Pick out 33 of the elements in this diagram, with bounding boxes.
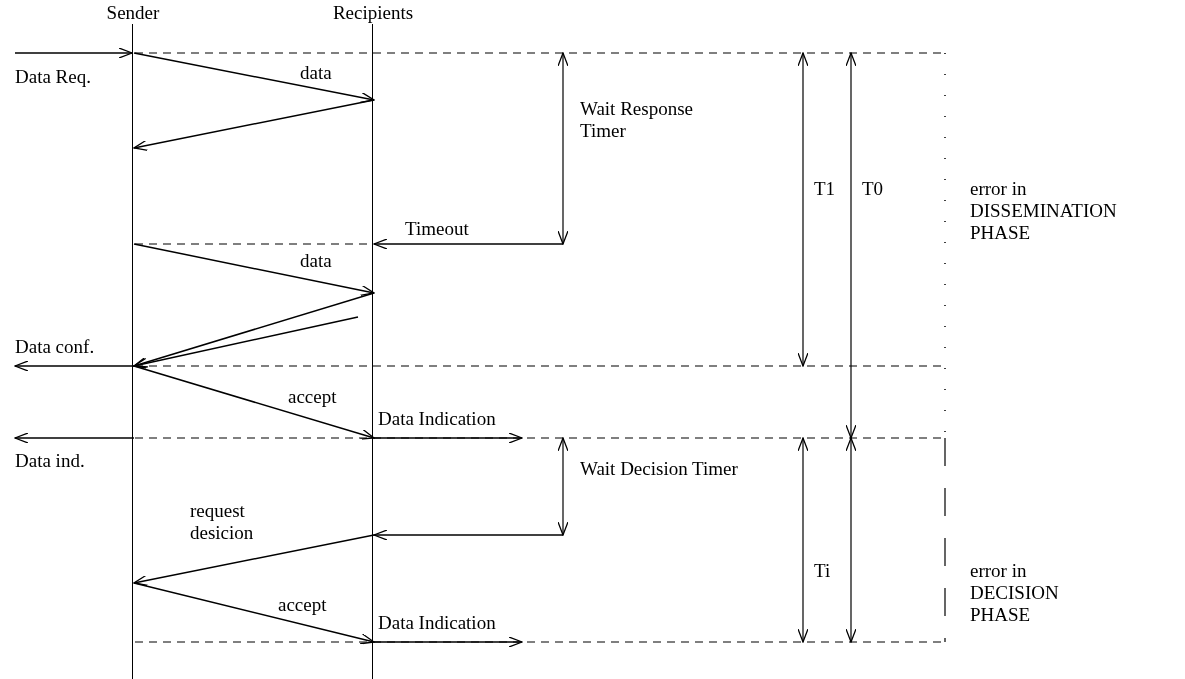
message-arrow bbox=[14, 360, 135, 372]
message-arrow bbox=[133, 243, 375, 296]
message-arrow bbox=[133, 582, 375, 645]
message-arrow bbox=[373, 238, 564, 250]
edge-label: Data Req. bbox=[15, 66, 91, 88]
edge-label: accept bbox=[278, 594, 327, 616]
edge-label: Data Indication bbox=[378, 612, 496, 634]
edge-label: data bbox=[300, 250, 332, 272]
message-arrow bbox=[373, 529, 564, 541]
message-arrow bbox=[133, 316, 359, 369]
dimension-label: Ti bbox=[814, 560, 831, 582]
message-arrow bbox=[133, 52, 375, 104]
edge-label: accept bbox=[288, 386, 337, 408]
message-arrow bbox=[133, 365, 375, 440]
edge-label: Data ind. bbox=[15, 450, 85, 472]
edge-label: data bbox=[300, 62, 332, 84]
message-arrow bbox=[133, 292, 375, 368]
edge-label: Timeout bbox=[405, 218, 469, 240]
phase-note: error in DISSEMINATION PHASE bbox=[970, 178, 1118, 244]
timer-label: Wait Decision Timer bbox=[580, 458, 739, 480]
edge-label: Data conf. bbox=[15, 336, 95, 358]
phase-note: error in DECISION PHASE bbox=[970, 560, 1060, 626]
dimension-label: T1 bbox=[814, 178, 836, 200]
message-arrow bbox=[133, 534, 375, 586]
message-arrow bbox=[14, 432, 135, 444]
message-arrow bbox=[373, 432, 523, 444]
edge-label: request desicion bbox=[190, 500, 255, 544]
message-arrow bbox=[133, 99, 375, 151]
timer-label: Wait Response Timer bbox=[580, 98, 694, 142]
edge-label: Data Indication bbox=[378, 408, 496, 430]
dimension-label: T0 bbox=[862, 178, 884, 200]
message-arrow bbox=[14, 47, 133, 59]
message-arrow bbox=[373, 636, 523, 648]
